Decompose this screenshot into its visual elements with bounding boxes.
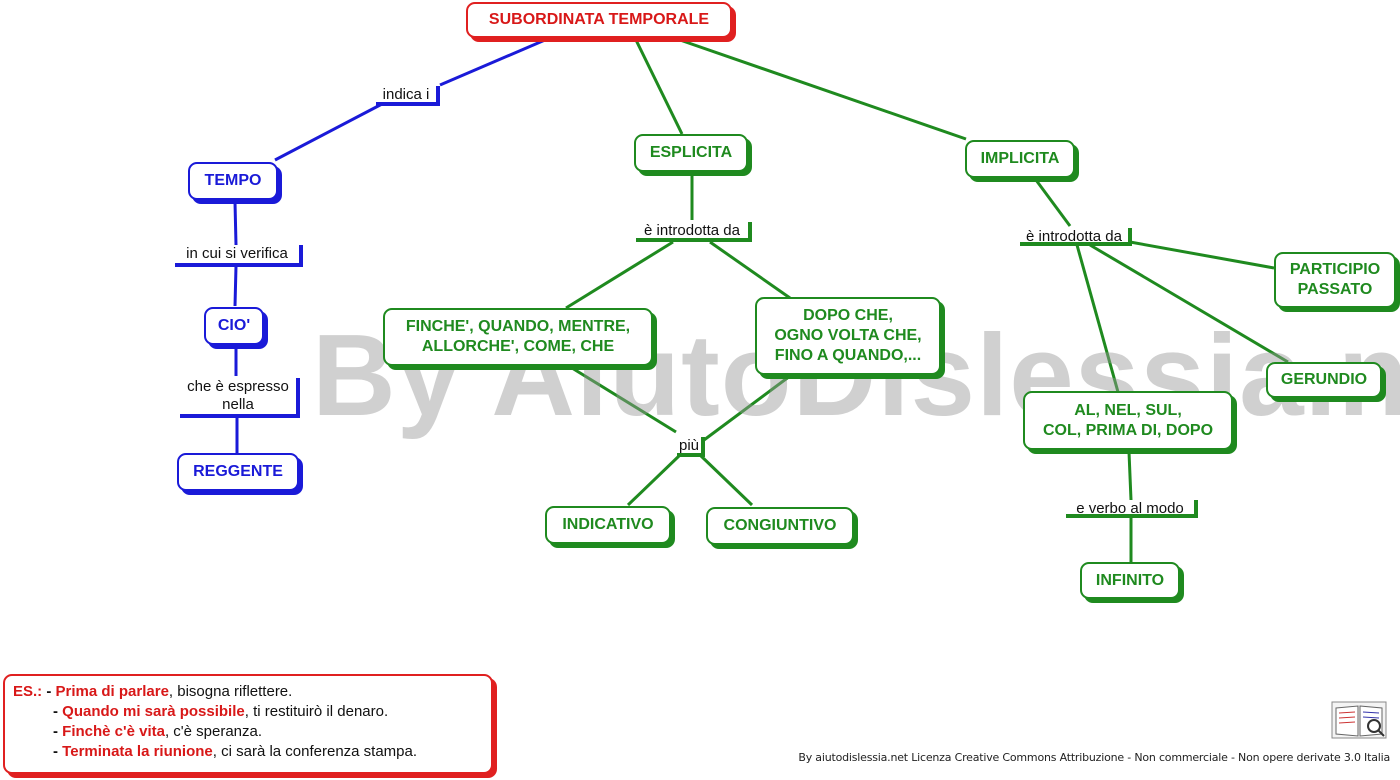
example-highlight: Terminata la riunione	[62, 743, 213, 760]
link-root-indica	[439, 38, 546, 87]
node-subordinata-temporale[interactable]: SUBORDINATA TEMPORALE	[466, 2, 732, 38]
node-reggente[interactable]: REGGENTE	[177, 453, 299, 491]
node-indicativo[interactable]: INDICATIVO	[545, 506, 671, 544]
link-dopo-piu	[703, 374, 791, 442]
node-participio-passato[interactable]: PARTICIPIO PASSATO	[1274, 252, 1396, 308]
node-implicita[interactable]: IMPLICITA	[965, 140, 1075, 178]
link-introdotta-finche	[565, 240, 674, 310]
link-indica-tempo	[274, 102, 383, 162]
label-e-introdotta-da-esplicita: è introdotta da	[636, 222, 752, 242]
node-finche-quando[interactable]: FINCHE', QUANDO, MENTRE, ALLORCHE', COME…	[383, 308, 653, 366]
examples-box: ES.: - Prima di parlare, bisogna riflett…	[3, 674, 493, 774]
example-row: - Finchè c'è vita, c'è speranza.	[53, 723, 263, 740]
examples-lead: ES.:	[13, 683, 43, 700]
example-row: ES.: - Prima di parlare, bisogna riflett…	[13, 683, 293, 700]
link-piu-congiuntivo	[698, 453, 754, 507]
node-cio[interactable]: CIO'	[204, 307, 264, 345]
license-text: By aiutodislessia.net Licenza Creative C…	[798, 751, 1390, 764]
example-text: , c'è speranza.	[164, 723, 263, 740]
example-highlight: Finchè c'è vita	[62, 723, 165, 740]
example-row: - Terminata la riunione, ci sarà la conf…	[53, 743, 418, 760]
label-e-verbo-al-modo: e verbo al modo	[1066, 500, 1198, 518]
link-incui-cio	[233, 265, 238, 307]
node-tempo[interactable]: TEMPO	[188, 162, 278, 200]
example-highlight: Quando mi sarà possibile	[62, 703, 245, 720]
label-in-cui-si-verifica: in cui si verifica	[175, 245, 303, 267]
link-root-esplicita	[634, 39, 684, 135]
example-row: - Quando mi sarà possibile, ti restituir…	[53, 703, 389, 720]
link-piu-indicativo	[626, 453, 682, 507]
label-indica-i: indica i	[376, 86, 440, 106]
node-al-nel-sul[interactable]: AL, NEL, SUL, COL, PRIMA DI, DOPO	[1023, 391, 1233, 450]
example-highlight: Prima di parlare	[55, 683, 169, 700]
link-implicita-introdotta	[1034, 179, 1072, 227]
node-gerundio[interactable]: GERUNDIO	[1266, 362, 1382, 398]
label-che-e-espresso-nella: che è espresso nella	[180, 378, 300, 418]
link-al-verbo	[1127, 451, 1133, 501]
link-introdotta-al	[1075, 244, 1120, 393]
node-infinito[interactable]: INFINITO	[1080, 562, 1180, 599]
example-text: , bisogna riflettere.	[168, 683, 293, 700]
example-text: , ti restituirò il denaro.	[244, 703, 389, 720]
label-piu: più	[677, 437, 705, 457]
link-introdotta-participio	[1129, 240, 1275, 270]
link-finche-piu	[571, 366, 677, 434]
book-logo-icon[interactable]	[1330, 700, 1388, 740]
node-dopo-che[interactable]: DOPO CHE, OGNO VOLTA CHE, FINO A QUANDO,…	[755, 297, 941, 375]
link-introdotta-dopo	[709, 240, 791, 300]
node-esplicita[interactable]: ESPLICITA	[634, 134, 748, 172]
link-tempo-incui	[233, 201, 238, 246]
node-congiuntivo[interactable]: CONGIUNTIVO	[706, 507, 854, 545]
link-introdotta-gerundio	[1089, 243, 1289, 364]
label-e-introdotta-da-implicita: è introdotta da	[1020, 228, 1132, 246]
link-root-implicita	[679, 38, 967, 141]
example-text: , ci sarà la conferenza stampa.	[212, 743, 418, 760]
